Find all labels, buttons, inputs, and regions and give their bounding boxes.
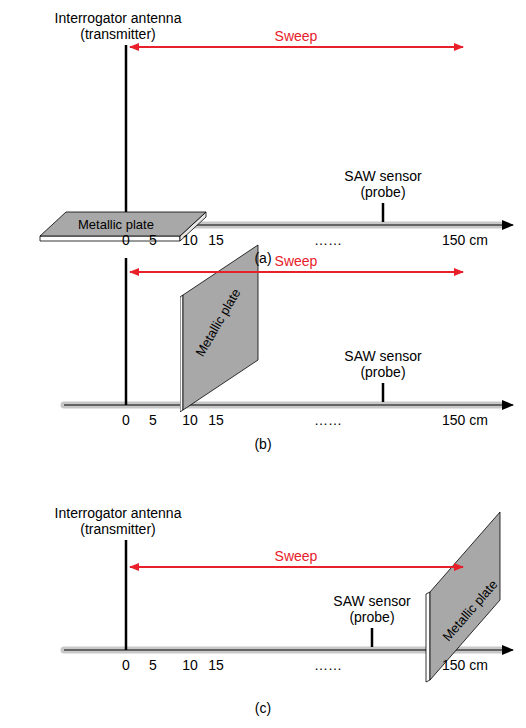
metallic-plate: Metallic plate	[425, 508, 503, 683]
tick-label: 10	[182, 232, 198, 248]
tick-label: 0	[122, 657, 130, 673]
sweep-label: Sweep	[275, 253, 318, 269]
panel-b	[64, 258, 513, 405]
plate-label: Metallic plate	[78, 217, 154, 232]
sensor-label: SAW sensor (probe)	[326, 593, 418, 625]
tick-label: 5	[149, 412, 157, 428]
sweep-arrow	[130, 271, 463, 273]
sweep-arrow	[130, 566, 463, 568]
tick-label: ……	[314, 657, 342, 673]
antenna-label: Interrogator antenna (transmitter)	[33, 505, 203, 537]
tick-label: 0	[122, 232, 130, 248]
tick-label: ……	[314, 232, 342, 248]
panel-tag: (a)	[254, 250, 271, 266]
tick-label: 15	[208, 232, 224, 248]
tick-label: 10	[182, 412, 198, 428]
metallic-plate: Metallic plate	[180, 240, 262, 412]
tick-label: 15	[208, 657, 224, 673]
tick-label: 10	[182, 657, 198, 673]
tick-label: 150 cm	[442, 232, 488, 248]
panel-tag: (c)	[255, 700, 271, 716]
panel-a	[64, 45, 513, 225]
sensor-label: SAW sensor (probe)	[337, 168, 429, 200]
tick-label: 5	[149, 232, 157, 248]
panel-tag: (b)	[254, 436, 271, 452]
tick-label: 150 cm	[442, 657, 488, 673]
sweep-label: Sweep	[275, 28, 318, 44]
tick-label: 0	[122, 412, 130, 428]
antenna-label: Interrogator antenna (transmitter)	[33, 10, 203, 42]
tick-label: 150 cm	[442, 412, 488, 428]
sweep-label: Sweep	[275, 548, 318, 564]
tick-label: ……	[314, 412, 342, 428]
sensor-label: SAW sensor (probe)	[337, 348, 429, 380]
tick-label: 15	[208, 412, 224, 428]
tick-label: 5	[149, 657, 157, 673]
